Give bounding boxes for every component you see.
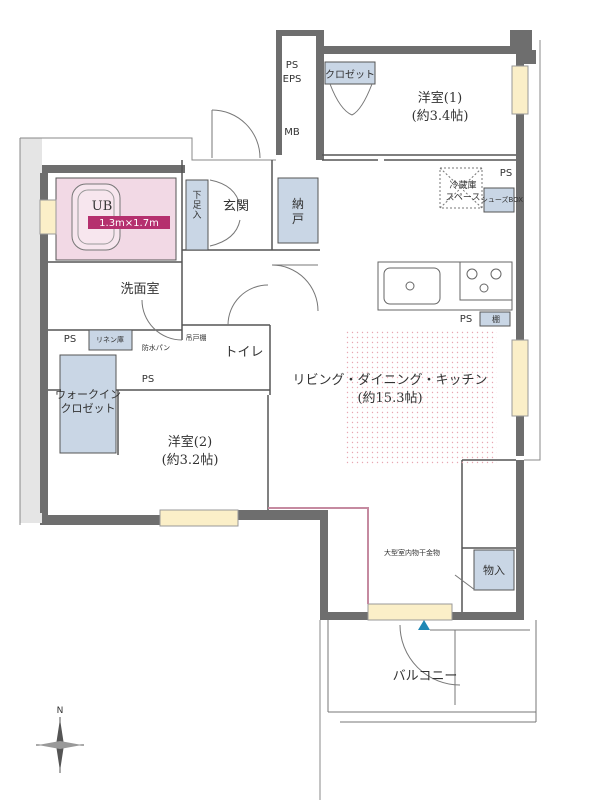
getabako-label-3: 入 <box>192 210 201 221</box>
getabako-label-2: 足 <box>192 200 201 211</box>
exterior-walls <box>20 30 536 620</box>
ps-label-fridge: PS <box>500 168 512 179</box>
unit-bath <box>55 177 177 261</box>
room-western2-size: (約3.2帖) <box>162 453 219 468</box>
storage-areas <box>59 61 515 591</box>
laundry-line <box>268 507 369 604</box>
room-washroom: 洗面室 <box>120 281 159 297</box>
ldk-area <box>345 330 497 465</box>
shoe-cabinet-label: シューズBOX <box>481 195 523 204</box>
balcony <box>327 620 537 723</box>
tsuritodana-label: 吊戸棚 <box>186 333 207 342</box>
fridge-label-2: スペース <box>446 193 481 203</box>
balcony-arrow <box>418 620 430 630</box>
kitchen-counter <box>377 261 513 311</box>
linen-label: リネン庫 <box>96 335 124 344</box>
getabako-label-1: 下 <box>192 191 201 201</box>
room-toilet: トイレ <box>224 345 263 360</box>
room-balcony: バルコニー <box>393 669 458 684</box>
closet-label: クロゼット <box>325 69 375 81</box>
mb-label: MB <box>284 127 300 138</box>
ps-label-kitchen: PS <box>460 314 472 325</box>
room-ub-name: UB <box>92 199 113 214</box>
room-western1-size: (約3.4帖) <box>412 109 469 124</box>
monoire-label: 物入 <box>483 563 505 577</box>
room-ldk-size: (約15.3帖) <box>357 391 422 406</box>
compass-north-label: N <box>57 706 64 716</box>
room-entrance: 玄関 <box>223 199 249 214</box>
room-western2-name: 洋室(2) <box>168 434 212 450</box>
room-ldk-name: リビング・ダイニング・キッチン <box>292 373 487 388</box>
ps-label-bottom: PS <box>142 374 154 385</box>
fridge-label-1: 冷蔵庫 <box>449 179 476 191</box>
pan-label: 防水パン <box>142 343 170 352</box>
door-swings <box>141 83 476 686</box>
tana-label: 棚 <box>492 314 500 324</box>
nando-label-1: 納 <box>292 197 304 211</box>
room-western1-name: 洋室(1) <box>418 90 462 106</box>
windows <box>39 65 529 621</box>
ps-label-left: PS <box>64 334 76 345</box>
walkin-closet-line1: ウォークイン <box>55 388 121 401</box>
nando-label-2: 戸 <box>292 212 304 226</box>
laundry-label: 大型室内物干金物 <box>384 548 440 557</box>
room-ub-dim: 1.3m×1.7m <box>99 218 159 229</box>
fridge-space <box>439 167 483 209</box>
walkin-closet-line2: クロゼット <box>61 402 116 415</box>
ps-label-top: PS <box>286 60 298 71</box>
compass-icon: N <box>36 706 84 773</box>
eps-label: EPS <box>283 74 302 85</box>
